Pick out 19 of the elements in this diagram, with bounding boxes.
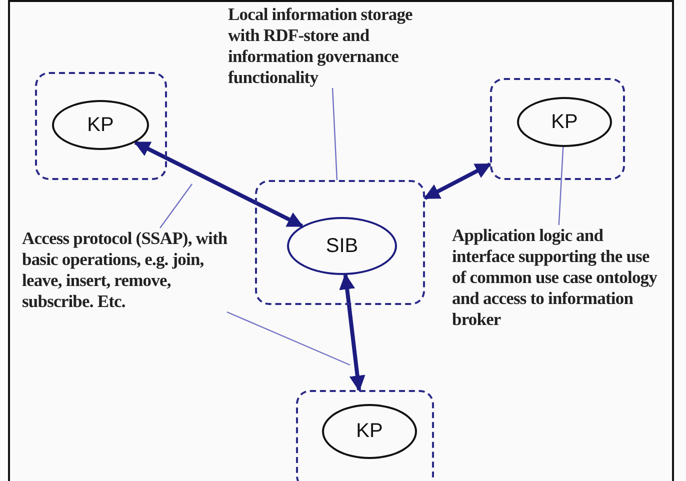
annotation-text: Access protocol (SSAP), with basic operations, e.g. join, leave, insert, remove, subscribe. Etc. [22, 228, 237, 312]
annotation-text: Local information storage with RDF-store and information governance functionality [228, 4, 433, 88]
node-label: KP [87, 114, 114, 136]
dashed-box [296, 390, 434, 481]
annotation-text: Application logic and interface supporting the use of common use case ontology and access to information broker [452, 225, 660, 330]
ellipse-node [52, 100, 149, 150]
dashed-box [490, 78, 625, 180]
leader-line [160, 184, 192, 228]
arrow [424, 162, 492, 200]
dashed-box [35, 72, 167, 180]
node-label: KP [551, 110, 578, 134]
dashed-box [255, 180, 425, 305]
leader-line [558, 146, 564, 226]
leader-line [226, 311, 350, 366]
arrow [339, 273, 366, 392]
arrow [134, 140, 304, 228]
node-label: SIB [326, 234, 358, 258]
node-label: KP [356, 420, 383, 443]
leader-line [332, 88, 338, 180]
